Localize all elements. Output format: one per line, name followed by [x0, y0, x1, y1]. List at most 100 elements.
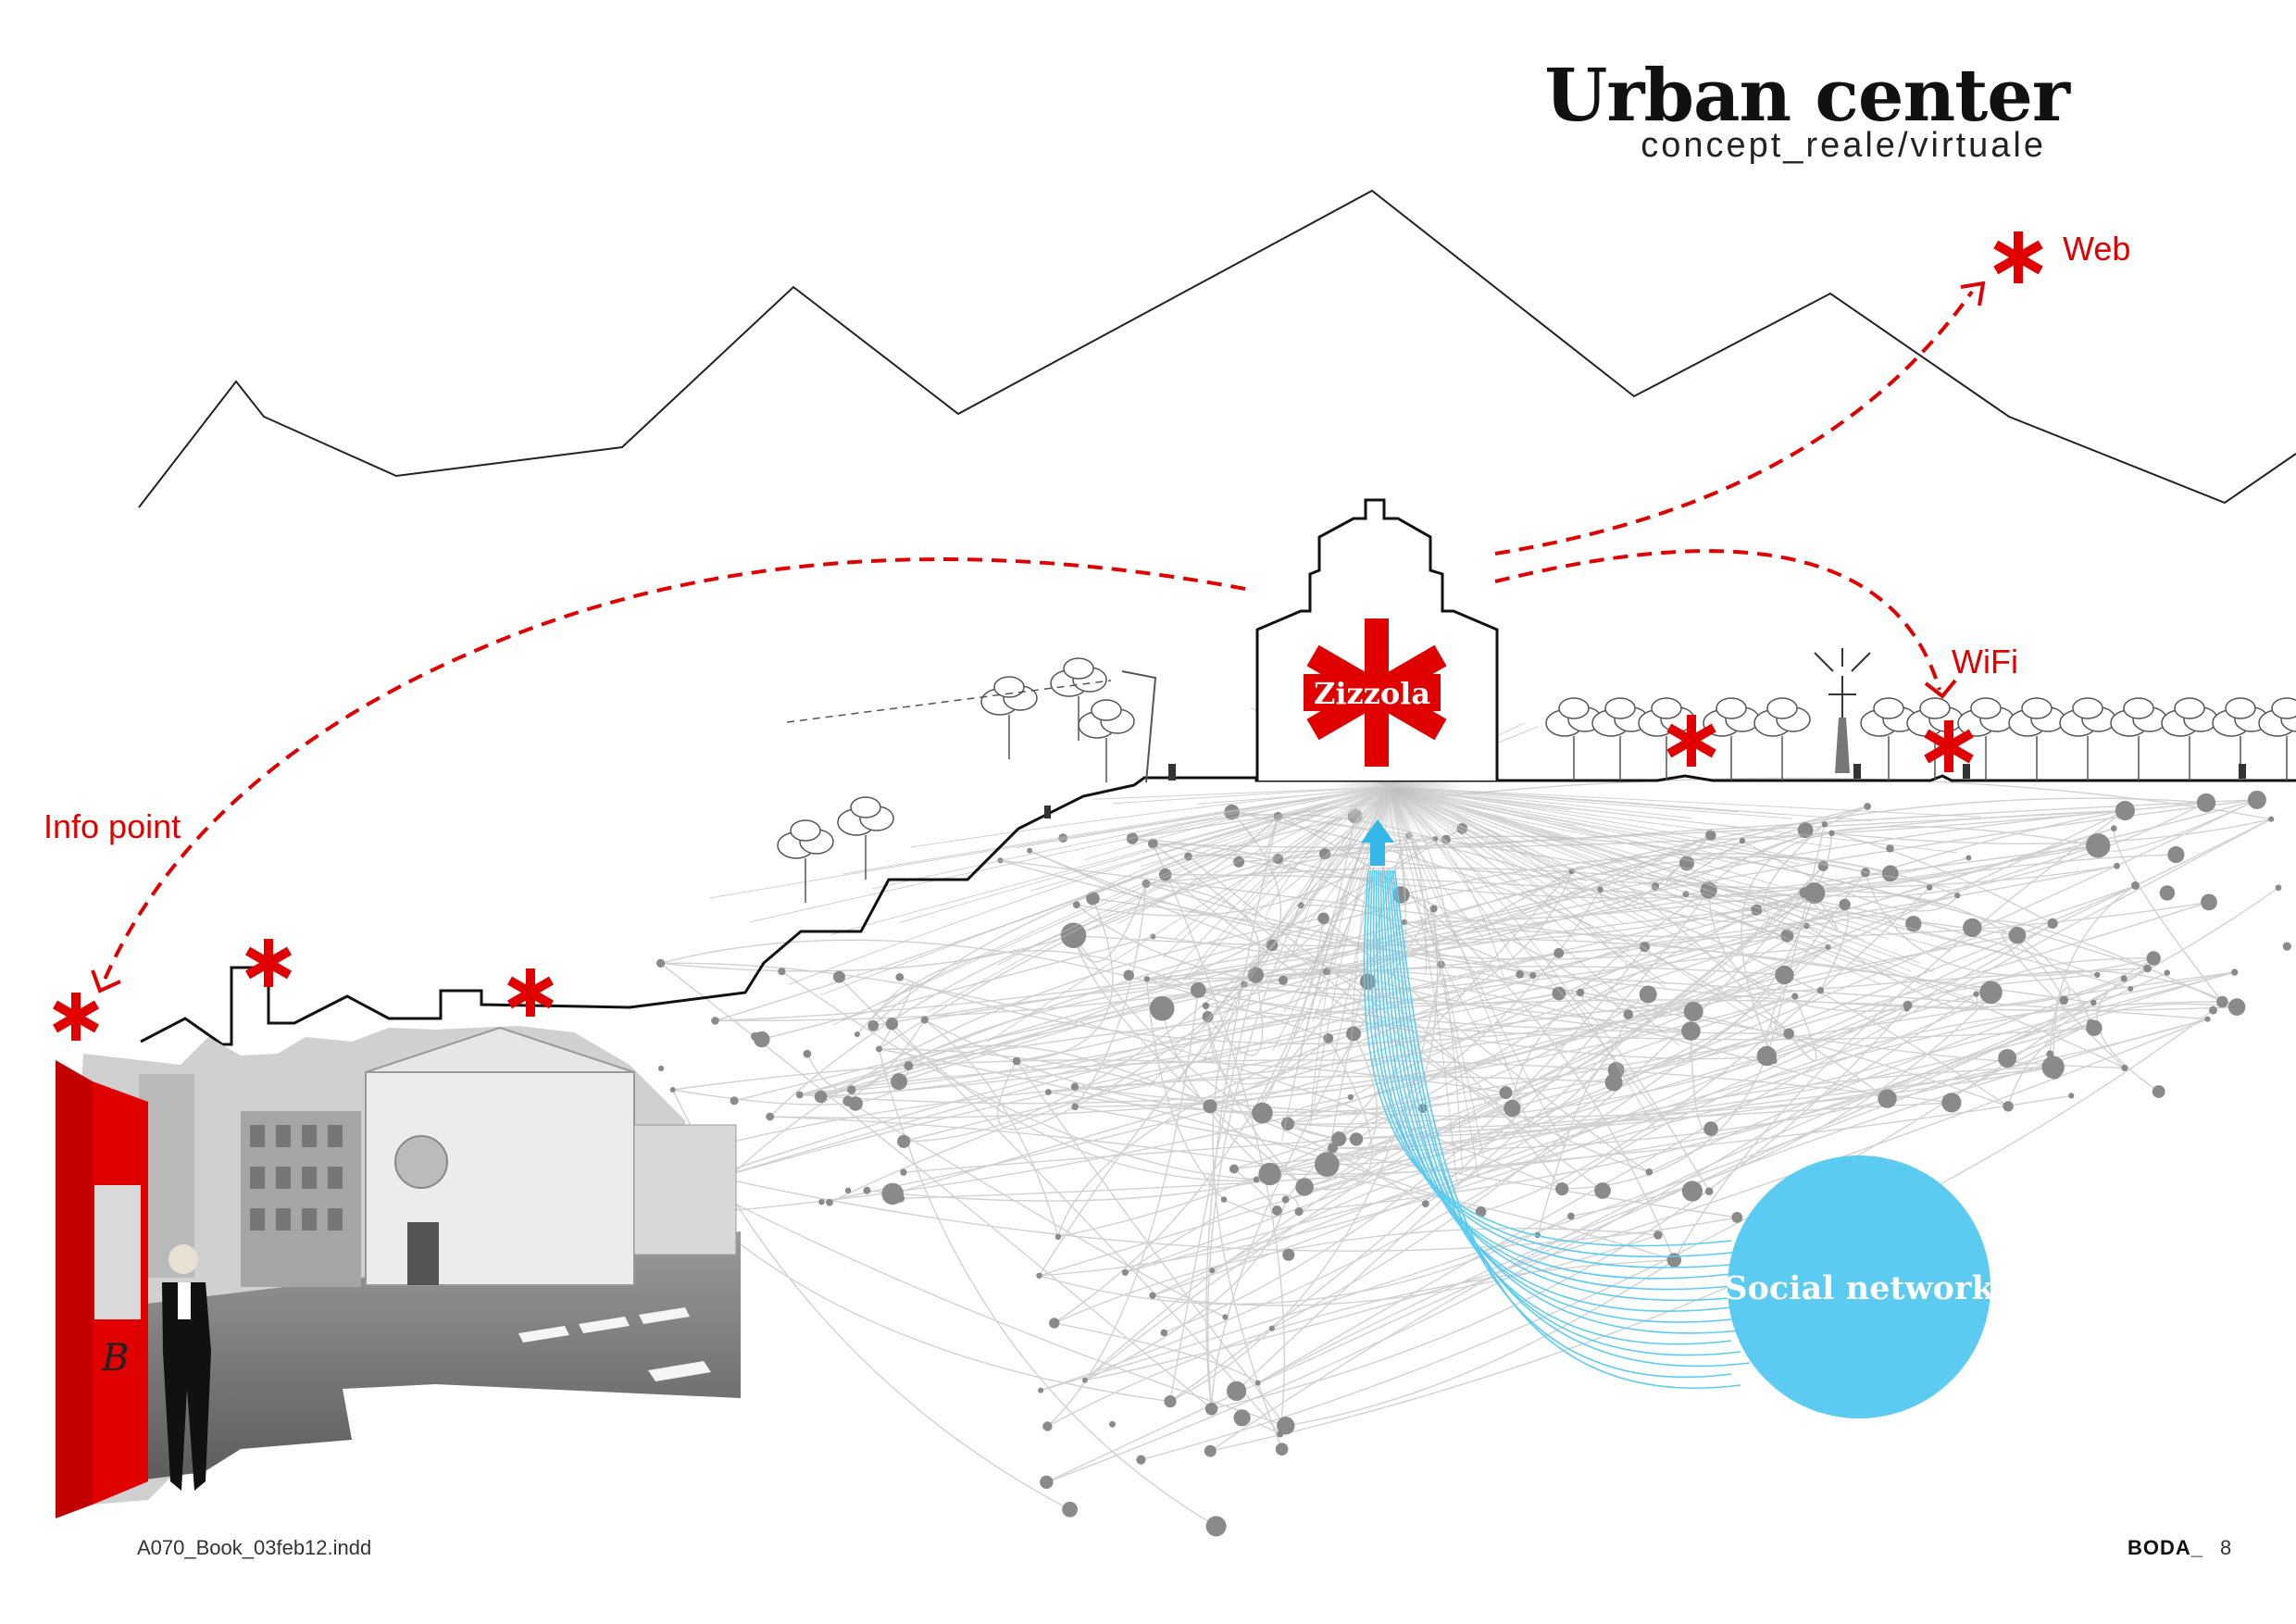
- network-link: [1084, 844, 2099, 1381]
- network-node: [1220, 1196, 1228, 1203]
- network-link: [1264, 816, 1279, 857]
- network-link: [1425, 990, 1821, 1205]
- network-node: [891, 1073, 907, 1091]
- network-node: [1516, 969, 1525, 979]
- network-link: [1579, 974, 1785, 1013]
- antenna-icon: [1814, 648, 1871, 773]
- network-node: [795, 1091, 804, 1099]
- network-link: [899, 976, 1694, 1044]
- network-link: [1000, 859, 2094, 1004]
- network-link: [1039, 1005, 1908, 1277]
- network-link: [820, 799, 2257, 1098]
- network-node: [1277, 1417, 1295, 1435]
- tree-icon: [1638, 697, 1695, 781]
- network-link: [1125, 1193, 1300, 1273]
- blue-link: [1369, 869, 1751, 1268]
- network-node: [1816, 987, 1825, 994]
- network-node: [876, 1045, 882, 1053]
- network-link: [1355, 892, 1805, 1140]
- arrow-to-info-point: [100, 557, 1246, 987]
- network-link: [1204, 1006, 1305, 1188]
- network-node: [1499, 1086, 1513, 1100]
- network-link: [660, 962, 1563, 1190]
- network-node: [1791, 993, 1799, 1000]
- network-link: [1404, 844, 2099, 923]
- network-link: [867, 1179, 1268, 1202]
- network-node: [1281, 1195, 1290, 1204]
- footer-brand-logo: BODA_: [2128, 1536, 2204, 1559]
- network-link: [1198, 989, 1691, 1032]
- network-node: [826, 1198, 833, 1206]
- network-link: [1209, 971, 2235, 1452]
- network-node: [2114, 862, 2120, 869]
- tree-icon: [2161, 697, 2218, 781]
- tree-icon: [2212, 697, 2269, 781]
- network-node: [1227, 1380, 1247, 1401]
- network-link: [996, 1060, 1076, 1131]
- network-link: [2016, 934, 2071, 1001]
- network-node: [751, 1031, 760, 1042]
- network-link: [1258, 1423, 1281, 1435]
- street-photo: [56, 1026, 741, 1505]
- network-node: [863, 1186, 871, 1194]
- network-node: [1081, 1377, 1088, 1383]
- network-node: [1143, 976, 1151, 982]
- network-link: [1161, 1008, 1271, 1175]
- network-node: [1328, 1143, 1338, 1154]
- network-node: [1803, 882, 1826, 905]
- network-link: [1048, 1032, 1790, 1113]
- network-node: [1703, 1121, 1718, 1136]
- network-node: [1886, 844, 1894, 853]
- blue-link: [1378, 869, 1751, 1302]
- network-link: [2113, 828, 2223, 1003]
- network-node: [1070, 1082, 1079, 1091]
- network-link: [1865, 872, 2154, 977]
- network-link: [1233, 993, 1649, 1170]
- network-node: [2282, 942, 2291, 951]
- network-node: [1731, 1212, 1743, 1223]
- network-link: [1057, 889, 1602, 1238]
- info-point-label: Info point: [44, 807, 181, 845]
- network-link: [1907, 957, 2154, 1008]
- network-node: [1202, 1002, 1210, 1010]
- network-node: [1042, 1421, 1053, 1431]
- network-node: [885, 1018, 899, 1031]
- network-node: [669, 1087, 676, 1093]
- person-icon: [162, 1244, 211, 1491]
- network-node: [1475, 1206, 1487, 1218]
- network-node: [1158, 868, 1172, 881]
- page-subtitle: concept_reale/virtuale: [1641, 126, 2046, 165]
- network-node: [1941, 1093, 1962, 1113]
- network-link: [1152, 818, 2272, 1296]
- wifi-label: WiFi: [1952, 643, 2018, 681]
- tree-icon: [980, 676, 1038, 759]
- network-node: [1756, 1045, 1778, 1067]
- network-link: [1278, 816, 1675, 1261]
- network-node: [1881, 865, 1899, 882]
- network-node: [1282, 1248, 1295, 1261]
- network-node: [1071, 1103, 1079, 1111]
- network-link: [1092, 897, 1533, 977]
- network-link: [1804, 802, 2207, 898]
- network-link: [1152, 971, 2235, 1296]
- network-node: [847, 1085, 856, 1094]
- network-node: [1797, 822, 1814, 839]
- network-link: [1323, 918, 1650, 1173]
- tree-icon: [1703, 697, 1760, 781]
- network-node: [2146, 951, 2161, 966]
- network-link: [1231, 811, 1888, 1100]
- network-link: [1571, 870, 2126, 1069]
- network-node: [1036, 1272, 1042, 1279]
- network-node: [766, 1112, 775, 1121]
- network-link: [2001, 931, 2126, 1068]
- network-link: [1304, 1033, 1379, 1188]
- network-node: [1054, 1233, 1062, 1241]
- network-node: [1504, 1099, 1521, 1118]
- network-node: [1998, 1049, 2017, 1068]
- network-node: [2046, 1050, 2054, 1058]
- network-node: [920, 1016, 929, 1024]
- network-node: [1903, 1000, 1913, 1010]
- network-node: [1136, 1455, 1146, 1465]
- asterisk-icon: [1666, 715, 1716, 767]
- network-link: [1327, 995, 1796, 1166]
